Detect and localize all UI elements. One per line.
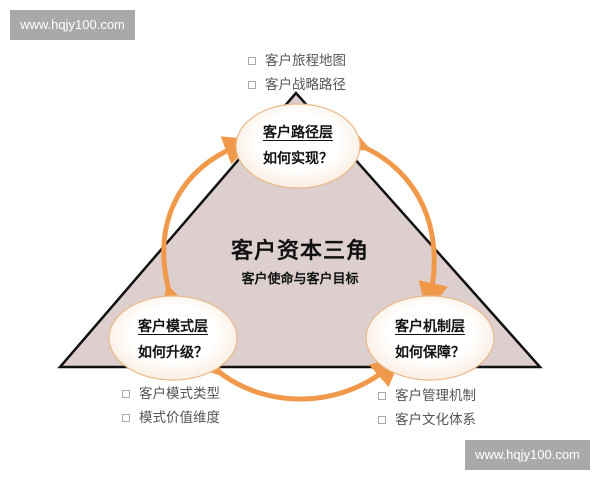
watermark-top: www.hqjy100.com	[10, 10, 135, 40]
bullet-square-icon	[248, 81, 256, 89]
ellipse-right	[365, 295, 495, 381]
node-title: 客户路径层	[263, 125, 333, 141]
node-customer-path: 客户路径层 如何实现？	[238, 121, 358, 171]
ellipse-left	[108, 295, 238, 381]
arrow-top-right	[337, 124, 448, 313]
bullet-square-icon	[248, 57, 256, 65]
bullets-left: 客户模式类型 模式价值维度	[122, 382, 220, 430]
ellipse-top	[235, 103, 361, 189]
bullet-item: 客户旅程地图	[248, 49, 346, 73]
center-title: 客户资本三角	[230, 239, 369, 264]
bullet-item: 客户文化体系	[378, 408, 476, 432]
bullet-square-icon	[378, 392, 386, 400]
bullet-item: 模式价值维度	[122, 406, 220, 430]
arrow-left-right	[190, 344, 402, 402]
center-subtitle: 客户使命与客户目标	[241, 272, 359, 287]
bullet-square-icon	[378, 416, 386, 424]
bullet-item: 客户管理机制	[378, 384, 476, 408]
node-title: 客户机制层	[395, 319, 465, 335]
node-question: 如何升级？	[138, 345, 208, 361]
node-title: 客户模式层	[138, 319, 208, 335]
watermark-bottom: www.hqjy100.com	[465, 440, 590, 470]
bullets-right: 客户管理机制 客户文化体系	[378, 384, 476, 432]
bullet-square-icon	[122, 414, 130, 422]
node-question: 如何实现？	[263, 151, 333, 167]
bullet-item: 客户战略路径	[248, 73, 346, 97]
node-customer-model: 客户模式层 如何升级？	[113, 315, 233, 365]
bullet-item: 客户模式类型	[122, 382, 220, 406]
bullets-top: 客户旅程地图 客户战略路径	[248, 49, 346, 97]
arrow-left-top	[161, 136, 254, 317]
node-question: 如何保障？	[395, 345, 465, 361]
bullet-square-icon	[122, 390, 130, 398]
node-customer-mechanism: 客户机制层 如何保障？	[370, 315, 490, 365]
